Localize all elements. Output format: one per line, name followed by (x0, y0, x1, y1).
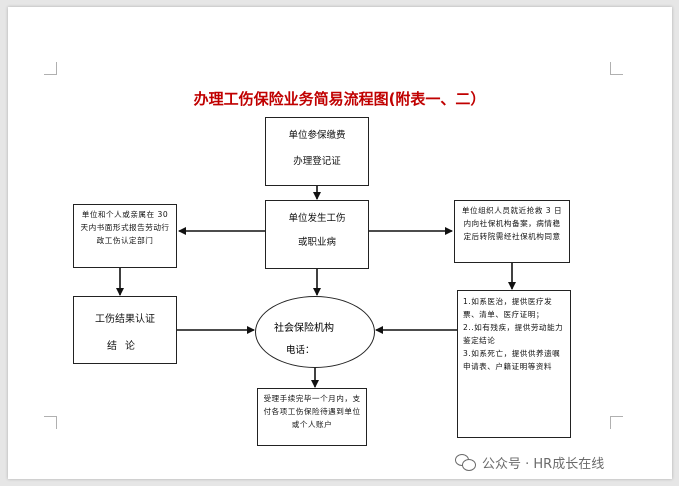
box-registration: 单位参保缴费 办理登记证 (265, 117, 369, 186)
box-report-text: 单位组织人员就近抢救 3 日内向社保机构备案，病情稳定后转院需经社保机构同意 (461, 206, 563, 241)
box-injury-line1: 单位发生工伤 (288, 213, 346, 224)
box-injury-line2: 或职业病 (297, 237, 336, 248)
box-payout-text: 受理手续完毕一个月内，支付各项工伤保险待遇到单位或个人账户 (263, 394, 361, 429)
box-apply-text: 单位和个人或亲属在 30 天内书面形式报告劳动行政工伤认定部门 (80, 210, 170, 245)
crop-mark-top-left (44, 62, 57, 75)
center-line1: 社会保险机构 (274, 323, 334, 334)
crop-mark-bottom-left (44, 416, 57, 429)
crop-mark-top-right (610, 62, 623, 75)
wechat-icon (455, 454, 477, 471)
box-payout: 受理手续完毕一个月内，支付各项工伤保险待遇到单位或个人账户 (257, 388, 367, 446)
box-result-line1: 工伤结果认证 (95, 314, 155, 325)
box-apply: 单位和个人或亲属在 30 天内书面形式报告劳动行政工伤认定部门 (73, 204, 177, 268)
box-treatment: 1.如系医治，提供医疗发票、清单、医疗证明； 2..如有残疾，提供劳动能力鉴定结… (457, 290, 571, 438)
watermark: 公众号 · HR成长在线 (455, 453, 604, 472)
box-injury: 单位发生工伤 或职业病 (265, 200, 369, 269)
box-result-line2: 结论 (107, 341, 143, 352)
center-line2: 电话： (286, 345, 315, 356)
center-social-security-agency: 社会保险机构 电话： (255, 296, 375, 368)
box-registration-line1: 单位参保缴费 (288, 130, 346, 141)
box-result: 工伤结果认证 结论 (73, 296, 177, 364)
box-treatment-line2: 2..如有残疾，提供劳动能力鉴定结论 (463, 323, 564, 345)
watermark-text: 公众号 · HR成长在线 (482, 457, 605, 472)
box-registration-line2: 办理登记证 (293, 156, 341, 167)
flowchart-title: 办理工伤保险业务简易流程图(附表一、二） (193, 90, 486, 108)
box-treatment-line1: 1.如系医治，提供医疗发票、清单、医疗证明； (463, 297, 553, 319)
crop-mark-bottom-right (610, 416, 623, 429)
box-report: 单位组织人员就近抢救 3 日内向社保机构备案，病情稳定后转院需经社保机构同意 (454, 200, 570, 263)
box-treatment-line3: 3.如系死亡，提供供养遗嘱申请表、户籍证明等资料 (463, 349, 561, 371)
